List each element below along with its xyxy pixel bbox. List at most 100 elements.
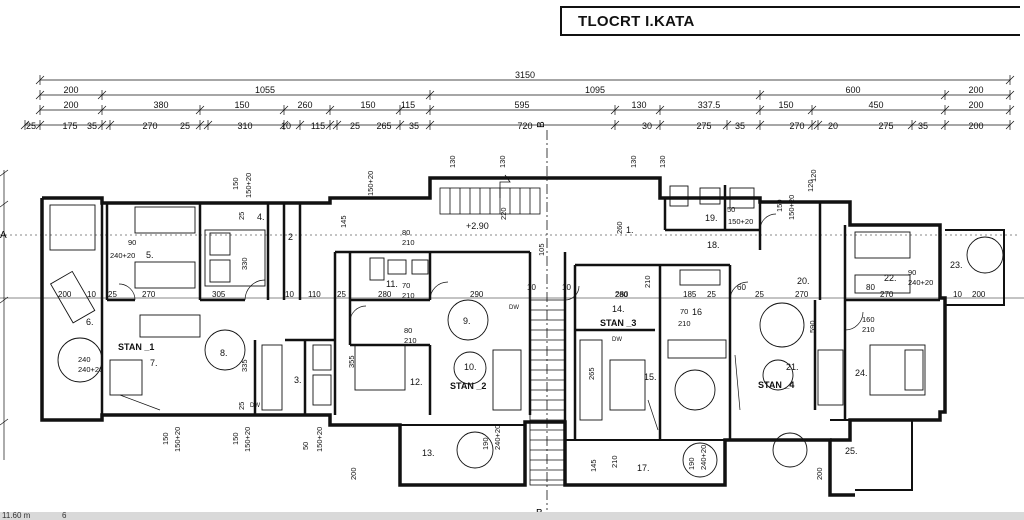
- misc-11: 210: [404, 336, 417, 345]
- mid-dim-0: 200: [58, 290, 72, 299]
- bot-v-5: 150+20: [315, 427, 324, 452]
- dim-row3-8: 337.5: [698, 100, 721, 110]
- dim-row3-6: 595: [514, 100, 529, 110]
- dim-row4-10: 35: [409, 121, 419, 131]
- dim-row3-2: 150: [234, 100, 249, 110]
- mid-dim-9: 290: [470, 290, 484, 299]
- dim-row2-3: 600: [845, 85, 860, 95]
- bot-v-2: 150: [231, 432, 240, 445]
- misc-19: DW: [509, 305, 519, 311]
- misc-13: 265: [587, 367, 596, 380]
- mid-dim-7: 25: [337, 290, 346, 299]
- mid-dim-16: 25: [755, 290, 764, 299]
- walls: [40, 176, 1005, 497]
- top-v-1: 150+20: [244, 173, 253, 198]
- mid-dim-6: 110: [308, 290, 321, 299]
- top-v-12: 220: [499, 207, 508, 220]
- drawing-title: TLOCRT I.KATA: [578, 13, 695, 30]
- bot-v-7: 200: [349, 467, 358, 480]
- dim-row4-1: 175: [62, 121, 77, 131]
- room-6: 6.: [86, 317, 94, 327]
- dim-row1-0: 3150: [515, 70, 535, 80]
- dim-row3-4: 150: [360, 100, 375, 110]
- misc-26: 210: [862, 325, 875, 334]
- misc-10: 80: [404, 326, 412, 335]
- room-22: 22.: [884, 273, 897, 283]
- bot-v-3: 150+20: [243, 427, 252, 452]
- room-24: 24.: [855, 368, 868, 378]
- top-v-15: 210: [643, 275, 652, 288]
- dim-row4-19: 200: [968, 121, 983, 131]
- mid-dim-14: 25: [707, 290, 716, 299]
- top-v-6: 130: [658, 155, 667, 168]
- bot-v-8: 190: [687, 457, 696, 470]
- misc-25: 160: [862, 315, 875, 324]
- misc-4: 240+20: [78, 365, 103, 374]
- misc-15: 90: [908, 268, 916, 277]
- misc-28: 280: [615, 290, 628, 299]
- dim-row3-5: 115: [401, 100, 415, 110]
- misc-6: 80: [402, 228, 410, 237]
- dim-row4-13: 275: [696, 121, 711, 131]
- room-20: 20.: [797, 276, 810, 286]
- dim-row3-10: 450: [868, 100, 883, 110]
- left-dim-ticks: [0, 169, 9, 460]
- mid-dim-17: 270: [795, 290, 809, 299]
- staircase: [439, 174, 566, 486]
- mid-dim-1: 10: [87, 290, 96, 299]
- mid-dim-15: 60: [737, 283, 746, 292]
- dimension-chains: 3150 200 1055 1095 600 200 200 380 150 2…: [20, 70, 1015, 131]
- bot-v-6: 145: [589, 459, 598, 472]
- top-v-14: 105: [537, 243, 546, 256]
- stair-treads-top: [449, 188, 531, 214]
- misc-17: 25: [237, 402, 246, 410]
- dim-row4-8: 25: [350, 121, 360, 131]
- dim-row2-2: 1095: [585, 85, 605, 95]
- mid-dim-10: 10: [527, 283, 536, 292]
- room-1: 1.: [626, 225, 634, 235]
- furniture: [49, 185, 1004, 478]
- dim-row2-0: 200: [63, 85, 78, 95]
- room-2: 2: [288, 232, 293, 242]
- top-v-4: 130: [498, 155, 507, 168]
- misc-21: 70: [680, 307, 688, 316]
- room-15: 15.: [644, 372, 657, 382]
- title-block: TLOCRT I.KATA: [560, 6, 1020, 36]
- mid-dim-2: 25: [108, 290, 117, 299]
- dim-row4-0: 25: [26, 121, 36, 131]
- dim-row4-16: 20: [828, 121, 838, 131]
- dim-row4-3: 270: [142, 121, 157, 131]
- misc-3: 240: [78, 355, 91, 364]
- dim-row3-3: 260: [297, 100, 312, 110]
- labels: STAN _1 STAN _2 STAN _3 STAN _4 1. 2 3. …: [58, 155, 986, 480]
- room-3: 3.: [294, 375, 302, 385]
- room-9: 9.: [463, 316, 471, 326]
- misc-27: 120: [806, 179, 815, 192]
- room-18: 18.: [707, 240, 720, 250]
- bot-v-10: 190: [481, 437, 490, 450]
- mid-dim-3: 270: [142, 290, 156, 299]
- top-v-5: 130: [629, 155, 638, 168]
- bot-v-0: 150: [161, 432, 170, 445]
- mid-dim-4: 305: [212, 290, 226, 299]
- misc-22: 210: [678, 319, 691, 328]
- mid-dim-13: 185: [683, 290, 697, 299]
- room-23: 23.: [950, 260, 963, 270]
- dim-row3-11: 200: [968, 100, 983, 110]
- top-v-7: 120: [809, 169, 818, 182]
- bot-v-9: 240+20: [699, 445, 708, 470]
- misc-23: 50: [727, 205, 735, 214]
- top-v-8: 150: [775, 199, 784, 212]
- dim-row4-18: 35: [918, 121, 928, 131]
- room-14: 14.: [612, 304, 625, 314]
- mid-dim-21: 200: [972, 290, 986, 299]
- dim-row4-4: 25: [180, 121, 190, 131]
- misc-14: 590: [808, 320, 817, 333]
- stair-treads-bottom: [530, 309, 565, 481]
- top-v-3: 130: [448, 155, 457, 168]
- dim-row4-11: 720: [517, 121, 532, 131]
- dim-row4-17: 275: [878, 121, 893, 131]
- top-v-9: 150+20: [787, 195, 796, 220]
- misc-18: DW: [250, 403, 260, 409]
